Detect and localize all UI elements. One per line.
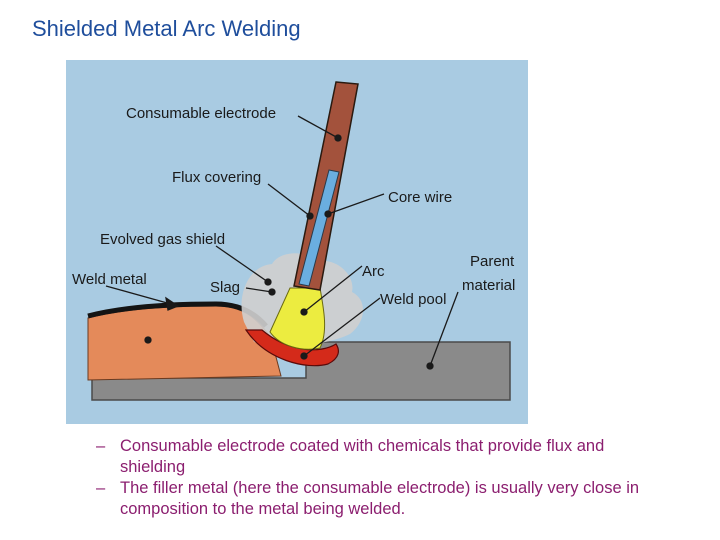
- dot-weld-metal-body: [144, 336, 152, 344]
- label-evolved-gas-shield: Evolved gas shield: [100, 231, 225, 248]
- smaw-diagram: Consumable electrode Flux covering Core …: [66, 60, 528, 424]
- dot-arc: [300, 308, 308, 316]
- leader-weld-pool: [303, 297, 381, 357]
- bullet-item: – Consumable electrode coated with chemi…: [96, 436, 656, 478]
- label-slag: Slag: [210, 279, 240, 296]
- dot-slag: [268, 288, 276, 296]
- label-parent-line2: material: [462, 277, 515, 294]
- label-weld-metal: Weld metal: [72, 271, 147, 288]
- page-title: Shielded Metal Arc Welding: [32, 16, 301, 41]
- label-flux-covering: Flux covering: [172, 169, 261, 186]
- leader-gas-shield: [215, 245, 269, 283]
- leader-consumable-electrode: [297, 115, 339, 139]
- dot-core-wire: [324, 210, 332, 218]
- leader-core-wire: [327, 193, 385, 215]
- leader-parent-material: [429, 291, 459, 367]
- dot-weld-pool: [300, 352, 308, 360]
- smaw-diagram-svg: Consumable electrode Flux covering Core …: [66, 60, 528, 424]
- leader-slag: [245, 287, 273, 293]
- dot-consumable-electrode: [334, 134, 342, 142]
- label-consumable-electrode: Consumable electrode: [126, 105, 276, 122]
- bullet-text: The filler metal (here the consumable el…: [120, 479, 640, 518]
- bullet-list: – Consumable electrode coated with chemi…: [96, 436, 656, 520]
- bullet-item: – The filler metal (here the consumable …: [96, 478, 656, 520]
- dot-flux-covering: [306, 212, 314, 220]
- label-core-wire: Core wire: [388, 189, 452, 206]
- core-wire: [298, 169, 340, 287]
- label-arc: Arc: [362, 263, 385, 280]
- arrow-weld-metal: [165, 296, 180, 311]
- leader-weld-metal: [105, 285, 179, 307]
- bullet-dash: –: [96, 437, 106, 455]
- label-parent-line1: Parent: [470, 253, 515, 270]
- bullet-dash: –: [96, 479, 106, 497]
- arc: [269, 287, 326, 350]
- leader-flux-covering: [267, 183, 311, 217]
- dot-parent-material: [426, 362, 434, 370]
- parent-material: [91, 341, 511, 401]
- leader-arc: [303, 265, 363, 313]
- dot-gas-shield: [264, 278, 272, 286]
- bullet-text: Consumable electrode coated with chemica…: [120, 437, 605, 476]
- label-weld-pool: Weld pool: [380, 291, 446, 308]
